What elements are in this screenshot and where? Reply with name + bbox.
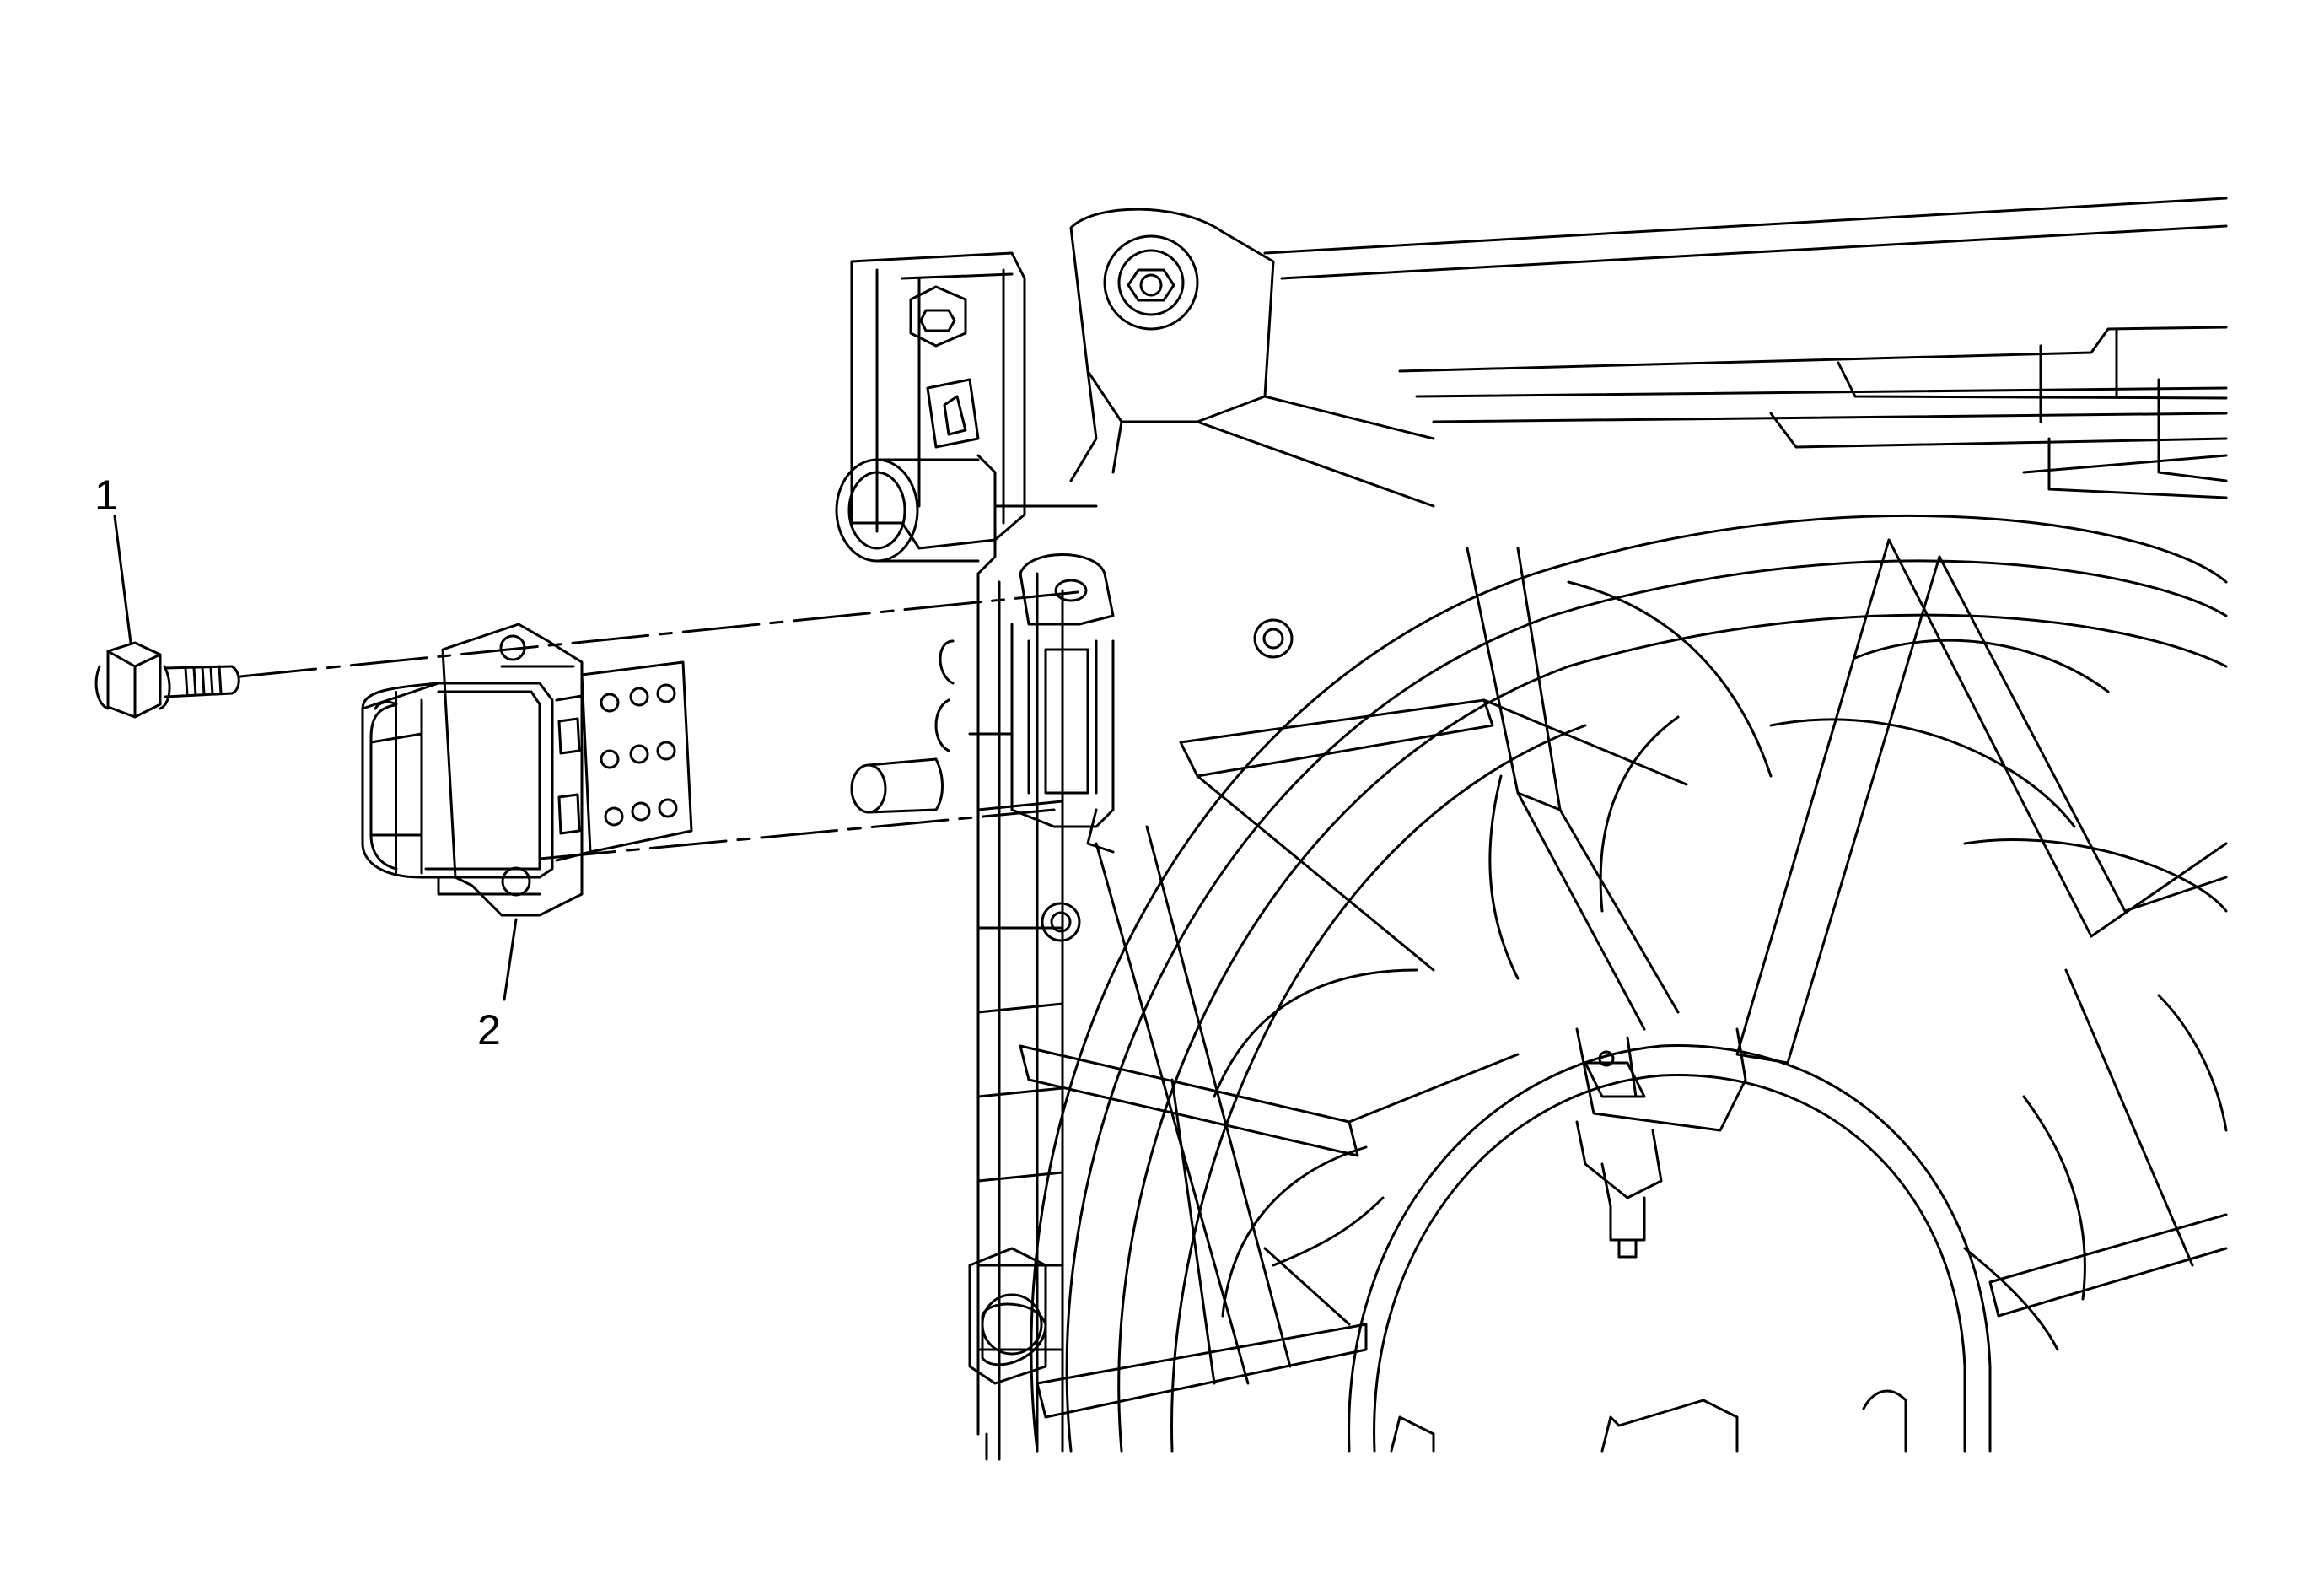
callout-label-2: 2 — [477, 1006, 501, 1054]
callout-leader-2 — [503, 918, 518, 1001]
fan-blades — [1213, 580, 2228, 1351]
fan-motor-hub — [1348, 1027, 1992, 1453]
callout-leader-1 — [113, 515, 132, 644]
bolt — [94, 641, 240, 719]
alignment-lines — [239, 590, 1079, 860]
fan-shroud — [981, 515, 2228, 1453]
callout-leaders — [113, 515, 518, 1001]
blower-motor-resistor — [361, 623, 693, 917]
callout-label-1: 1 — [94, 472, 118, 519]
radiator-frame — [835, 197, 2228, 1461]
